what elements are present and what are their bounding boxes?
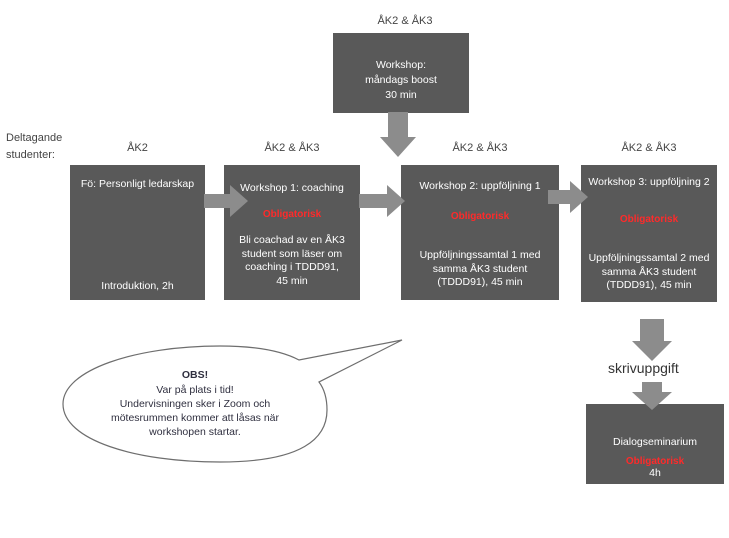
workshop2-body: Uppföljningssamtal 1 med samma ÅK3 stude…: [419, 249, 541, 289]
participants-label: Deltagande studenter:: [6, 132, 63, 161]
seminar-required-label: Obligatorisk: [625, 456, 685, 467]
arrow-down-icon: [380, 112, 416, 157]
col2-level-label: ÅK2 & ÅK3: [264, 142, 320, 154]
lecture-box: Fö: Personligt ledarskap Introduktion, 2…: [70, 165, 205, 300]
workshop2-required-label: Obligatorisk: [450, 211, 510, 222]
workshop2-title: Workshop 2: uppföljning 1: [419, 180, 541, 192]
assignment-label: skrivuppgift: [608, 360, 679, 376]
workshop1-body: Bli coachad av en ÅK3 student som läser …: [239, 234, 345, 287]
workshop2-box: Workshop 2: uppföljning 1 Obligatorisk U…: [401, 165, 559, 300]
monday-boost-box: Workshop: måndags boost 30 min: [333, 33, 469, 113]
workshop3-required-label: Obligatorisk: [619, 214, 679, 225]
seminar-title: Dialogseminarium: [612, 436, 698, 448]
lecture-title: Fö: Personligt ledarskap: [80, 178, 195, 190]
col3-level-label: ÅK2 & ÅK3: [452, 142, 508, 154]
monday-boost-title: Workshop:: [376, 59, 426, 71]
workshop3-title: Workshop 3: uppföljning 2: [588, 176, 710, 188]
notice-line1: Var på plats i tid!: [156, 384, 234, 397]
arrow-right-icon: [204, 185, 248, 217]
col4-level-label: ÅK2 & ÅK3: [621, 142, 677, 154]
speech-bubble: [62, 339, 403, 463]
lecture-footer: Introduktion, 2h: [101, 280, 174, 292]
arrow-right-icon: [548, 181, 588, 213]
notice-text: OBS! Var på plats i tid! Undervisningen …: [75, 368, 315, 439]
seminar-duration: 4h: [649, 467, 661, 479]
notice-line2: Undervisningen sker i Zoom och mötesrumm…: [110, 398, 280, 438]
workshop1-title: Workshop 1: coaching: [240, 182, 344, 194]
arrow-down-icon: [632, 382, 672, 410]
top-level-label: ÅK2 & ÅK3: [377, 15, 433, 27]
col1-level-label: ÅK2: [127, 142, 148, 154]
workshop3-box: Workshop 3: uppföljning 2 Obligatorisk U…: [581, 165, 717, 302]
workshop3-body: Uppföljningssamtal 2 med samma ÅK3 stude…: [588, 252, 710, 292]
monday-boost-subtitle: måndags boost: [365, 74, 437, 86]
seminar-box: Dialogseminarium Obligatorisk 4h: [586, 404, 724, 484]
monday-boost-duration: 30 min: [385, 89, 417, 101]
arrow-right-icon: [359, 185, 405, 217]
workshop1-box: Workshop 1: coaching Obligatorisk Bli co…: [224, 165, 360, 300]
notice-heading: OBS!: [181, 369, 209, 381]
workshop1-required-label: Obligatorisk: [262, 209, 322, 220]
arrow-down-icon: [632, 319, 672, 361]
